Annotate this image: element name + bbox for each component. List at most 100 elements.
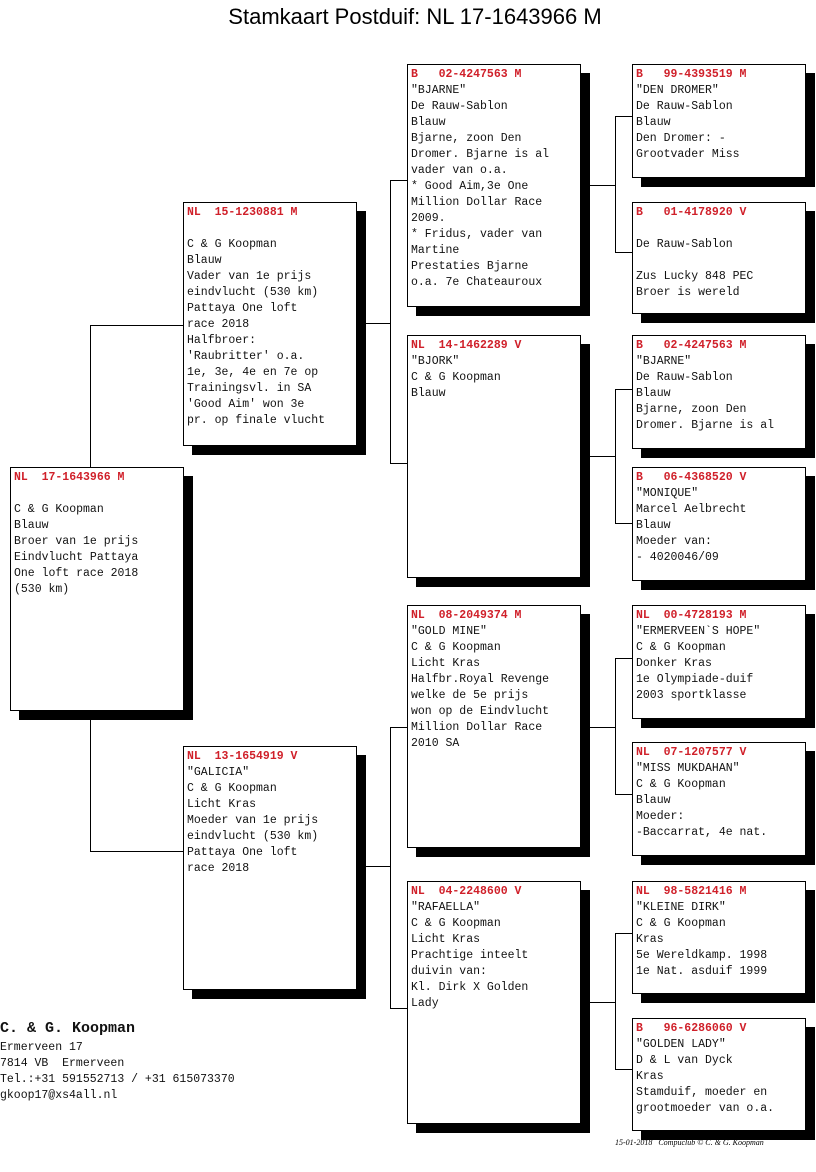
pigeon-info-line: Blauw <box>411 387 446 400</box>
pigeon-info-line: pr. op finale vlucht <box>187 414 326 427</box>
pigeon-info-line: Million Dollar Race <box>411 721 543 734</box>
connector-line <box>615 658 616 795</box>
pigeon-info-line: Grootvader Miss <box>636 148 740 161</box>
ring-number: NL 98-5821416 M <box>636 885 747 898</box>
pigeon-info-line: Blauw <box>14 519 49 532</box>
pigeon-card-dd-dam[interactable]: B 96-6286060 V "GOLDEN LADY" D & L van Dyc… <box>632 1018 806 1131</box>
pigeon-card-ds-dam[interactable]: NL 07-1207577 V"MISS MUKDAHAN"C & G Koop… <box>632 742 806 856</box>
pigeon-info-line: De Rauw-Sablon <box>636 371 733 384</box>
ring-number: B 02-4247563 M <box>636 339 747 352</box>
pigeon-card-dd-sire[interactable]: NL 98-5821416 M"KLEINE DIRK"C & G Koopma… <box>632 881 806 994</box>
pigeon-info-line: Lady <box>411 997 439 1010</box>
ring-number: NL 04-2248600 V <box>411 885 522 898</box>
pigeon-info-line: - 4020046/09 <box>636 551 719 564</box>
page-title: Stamkaart Postduif: NL 17-1643966 M <box>228 4 602 29</box>
pigeon-card-ds-sire[interactable]: NL 00-4728193 M"ERMERVEEN`S HOPE"C & G K… <box>632 605 806 719</box>
pigeon-info-line: Prestaties Bjarne <box>411 260 529 273</box>
pigeon-info-line: C & G Koopman <box>14 503 104 516</box>
pigeon-info-line: Halfbr.Royal Revenge <box>411 673 550 686</box>
pigeon-info-line: C & G Koopman <box>411 641 501 654</box>
pigeon-info-line: C & G Koopman <box>187 782 277 795</box>
ring-number: NL 14-1462289 V <box>411 339 522 352</box>
pigeon-info-line: Moeder van 1e prijs <box>187 814 319 827</box>
pigeon-info-line: Moeder van: <box>636 535 712 548</box>
pigeon-info-line: Vader van 1e prijs <box>187 270 312 283</box>
pigeon-info-line: "GOLDEN LADY" <box>636 1038 726 1051</box>
pigeon-info-line: * Fridus, vader van <box>411 228 543 241</box>
pigeon-info-line: 1e, 3e, 4e en 7e op <box>187 366 319 379</box>
ring-number: NL 15-1230881 M <box>187 206 298 219</box>
pigeon-info-line: duivin van: <box>411 965 487 978</box>
pigeon-info-line: Moeder: <box>636 810 685 823</box>
pigeon-info-line: D & L van Dyck <box>636 1054 733 1067</box>
pigeon-info-line: 1e Nat. asduif 1999 <box>636 965 768 978</box>
ring-number: B 99-4393519 M <box>636 68 747 81</box>
ring-number: B 02-4247563 M <box>411 68 522 81</box>
pigeon-info-line: Blauw <box>411 116 446 129</box>
connector-line <box>615 794 632 795</box>
pigeon-info-line: "DEN DROMER" <box>636 84 719 97</box>
pigeon-info-line: 5e Wereldkamp. 1998 <box>636 949 768 962</box>
owner-name: C. & G. Koopman <box>0 1020 136 1037</box>
pigeon-info-line: Bjarne, zoon Den <box>636 403 747 416</box>
pigeon-info-line: Blauw <box>636 794 671 807</box>
ring-number: NL 07-1207577 V <box>636 746 747 759</box>
connector-line <box>390 727 407 728</box>
connector-line <box>390 1008 407 1009</box>
pigeon-info-line: Licht Kras <box>411 933 481 946</box>
pigeon-info-line: "GALICIA" <box>187 766 250 779</box>
pigeon-info-line: 2010 SA <box>411 737 460 750</box>
connector-line <box>615 116 632 117</box>
ring-number: B 96-6286060 V <box>636 1022 747 1035</box>
pigeon-info-line: 'Raubritter' o.a. <box>187 350 305 363</box>
pigeon-info-line: Zus Lucky 848 PEC <box>636 270 754 283</box>
connector-line <box>615 116 616 253</box>
owner-email[interactable]: gkoop17@xs4all.nl <box>0 1089 118 1102</box>
pigeon-info-line: Stamduif, moeder en <box>636 1086 768 1099</box>
connector-line <box>615 933 616 1070</box>
connector-line <box>390 180 391 464</box>
pigeon-info-line: welke de 5e prijs <box>411 689 529 702</box>
ring-number: NL 17-1643966 M <box>14 471 125 484</box>
pigeon-info-line: Bjarne, zoon Den <box>411 132 522 145</box>
pigeon-info-line: De Rauw-Sablon <box>636 238 733 251</box>
connector-line <box>580 727 616 728</box>
connector-line <box>615 389 616 524</box>
ring-number: NL 13-1654919 V <box>187 750 298 763</box>
connector-line <box>90 325 183 326</box>
pigeon-info-line <box>636 221 802 237</box>
pigeon-info-line: "BJORK" <box>411 355 460 368</box>
owner-city: 7814 VB Ermerveen <box>0 1057 125 1070</box>
pigeon-info-line: race 2018 <box>187 318 250 331</box>
pigeon-info-line: Dromer. Bjarne is al <box>636 419 775 432</box>
connector-line <box>356 866 391 867</box>
pigeon-info-line: "KLEINE DIRK" <box>636 901 726 914</box>
pigeon-info-line: (530 km) <box>14 583 70 596</box>
pigeon-card-ss-sire[interactable]: B 99-4393519 M "DEN DROMER" De Rauw-Sablon… <box>632 64 806 178</box>
pigeon-info-line: "MISS MUKDAHAN" <box>636 762 740 775</box>
pigeon-info-line: "MONIQUE" <box>636 487 699 500</box>
connector-line <box>90 325 91 467</box>
pigeon-info-line: Eindvlucht Pattaya <box>14 551 139 564</box>
connector-line <box>615 933 632 934</box>
footer-credit: 15-01-2018 Compuclub © C. & G. Koopman <box>615 1138 764 1147</box>
pigeon-info-line: won op de Eindvlucht <box>411 705 550 718</box>
connector-line <box>356 323 391 324</box>
pigeon-info-line: De Rauw-Sablon <box>636 100 733 113</box>
pigeon-info-line: "BJARNE" <box>411 84 467 97</box>
pigeon-info-line: eindvlucht (530 km) <box>187 286 319 299</box>
pigeon-info-line: 2003 sportklasse <box>636 689 747 702</box>
pigeon-info-line: Pattaya One loft <box>187 302 298 315</box>
pigeon-info-line: Blauw <box>636 387 671 400</box>
pigeon-info-line: * Good Aim,3e One <box>411 180 529 193</box>
